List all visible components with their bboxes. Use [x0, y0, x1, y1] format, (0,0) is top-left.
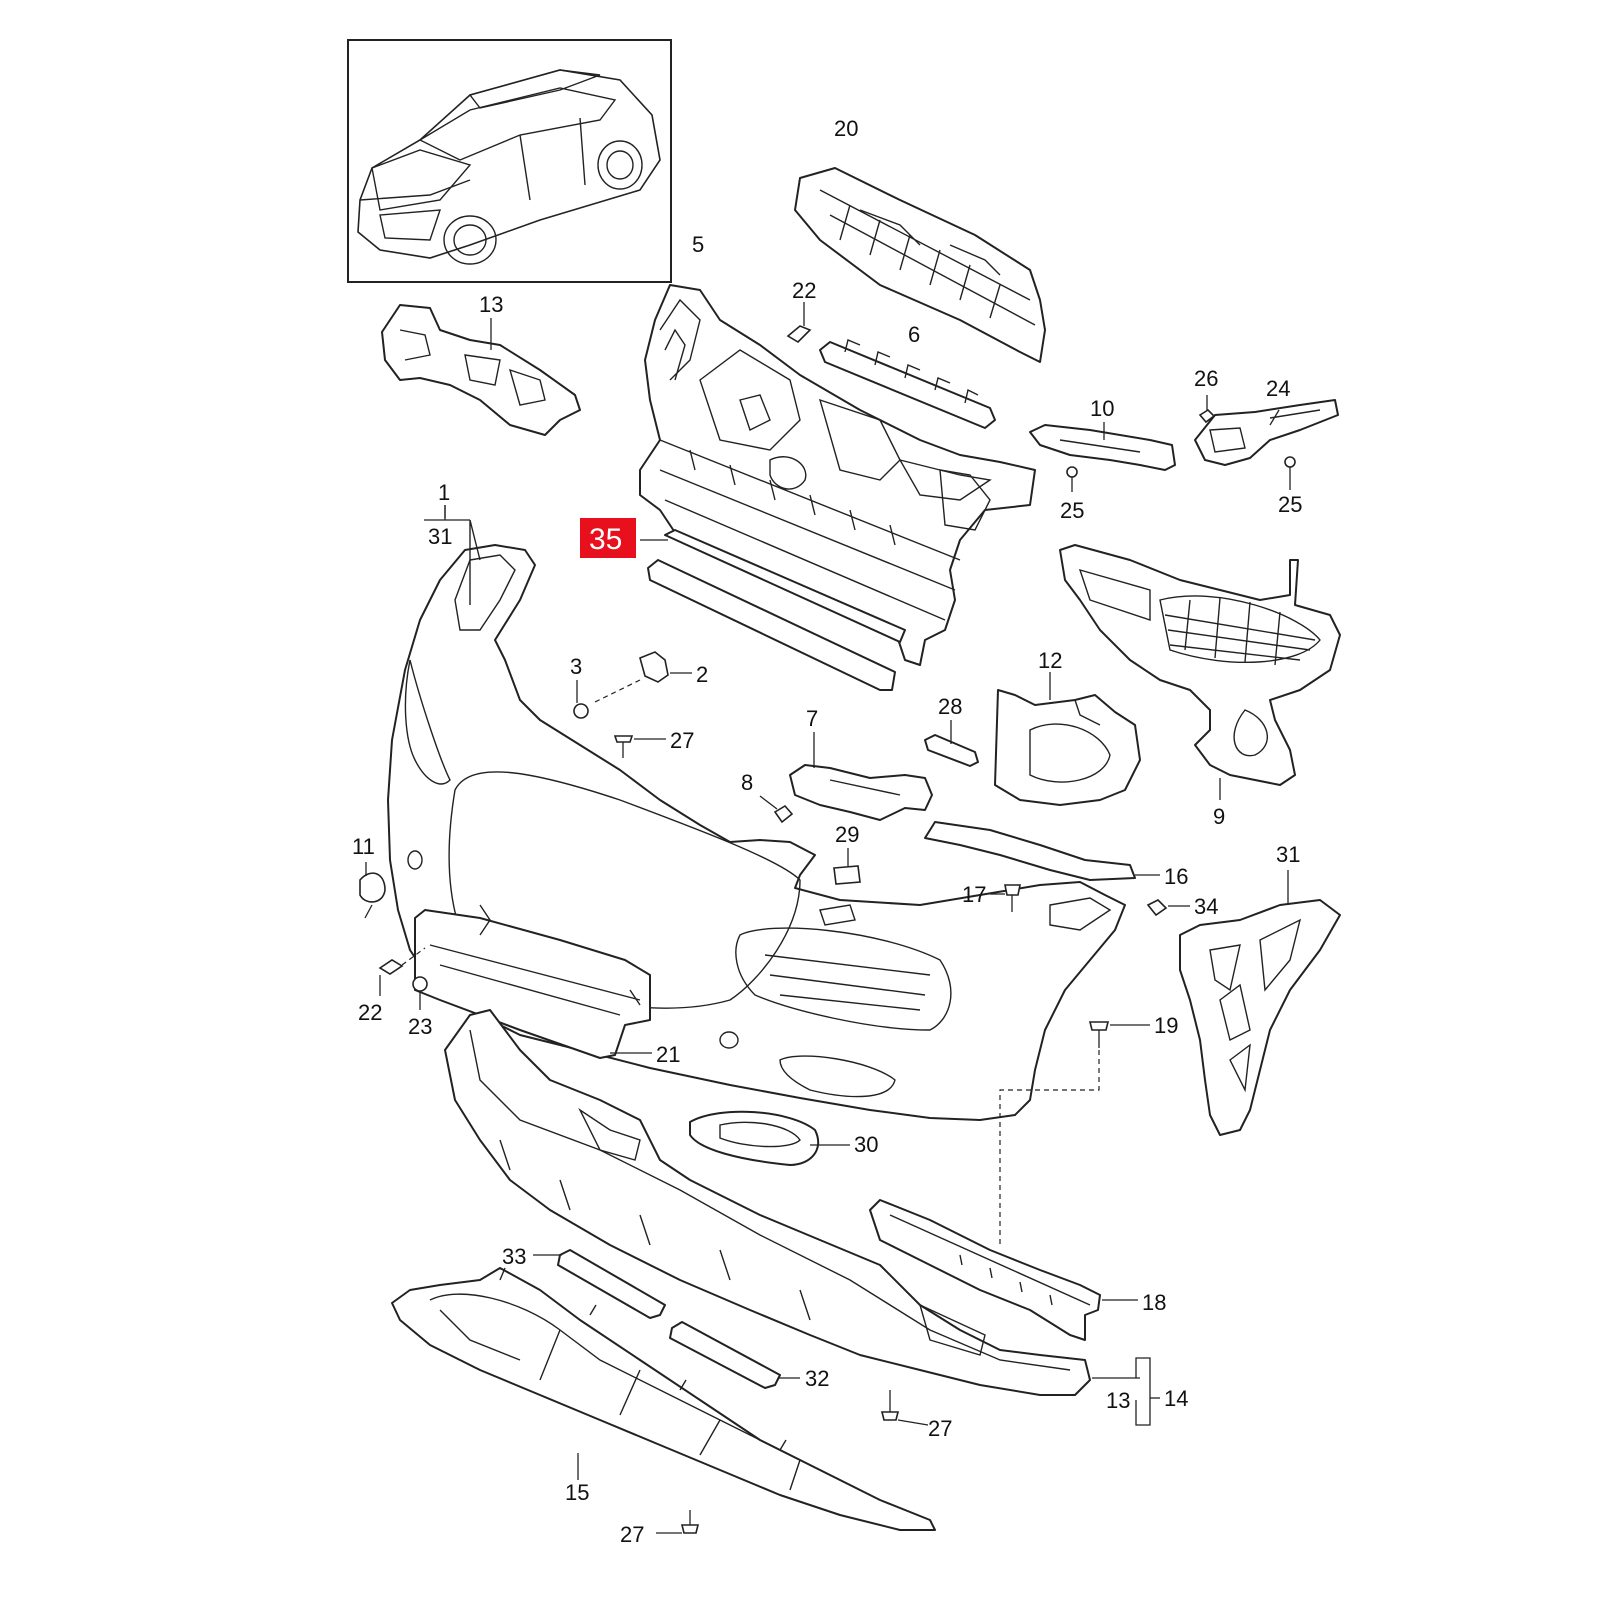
callout-bracket-14: [1135, 1357, 1160, 1426]
callout-25-right: 25: [1278, 492, 1302, 517]
part-18-lower-trim: [869, 1199, 1138, 1341]
part-7-bracket: [759, 732, 933, 824]
part-5-bumper-carrier: [639, 284, 1036, 666]
part-35-strips: [640, 529, 906, 691]
callout-9: 9: [1213, 804, 1225, 829]
callout-2: 2: [696, 662, 708, 687]
part-23-clip: [412, 976, 428, 1010]
callout-15: 15: [565, 1480, 589, 1505]
callout-28: 28: [938, 694, 962, 719]
callout-27-middle: 27: [928, 1416, 952, 1441]
callout-6: 6: [908, 322, 920, 347]
callout-13-bottom: 13: [1106, 1388, 1130, 1413]
callout-32: 32: [805, 1366, 829, 1391]
part-33-strip: [533, 1249, 666, 1319]
callout-14: 14: [1164, 1386, 1188, 1411]
callout-7: 7: [806, 706, 818, 731]
callout-29: 29: [835, 822, 859, 847]
callout-27-bottom: 27: [620, 1522, 644, 1547]
callout-22-bottom: 22: [358, 1000, 382, 1025]
callout-16: 16: [1164, 864, 1188, 889]
callout-27-upper: 27: [670, 728, 694, 753]
callout-34: 34: [1194, 894, 1218, 919]
callout-1: 1: [438, 480, 450, 505]
part-28-bracket: [924, 720, 979, 767]
callout-22-top: 22: [792, 278, 816, 303]
callout-25-left: 25: [1060, 498, 1084, 523]
vehicle-inset: [347, 39, 672, 283]
part-34-nut: [1146, 899, 1190, 917]
part-2-fastener: [594, 651, 692, 703]
part-19-screw: [999, 1021, 1150, 1245]
callout-17: 17: [962, 882, 986, 907]
part-29-clip: [833, 848, 861, 885]
callout-19: 19: [1154, 1013, 1178, 1038]
part-12-air-duct: [994, 672, 1141, 806]
part-21-plate-holder: [414, 904, 652, 1059]
callout-23: 23: [408, 1014, 432, 1039]
part-3-washer: [573, 680, 589, 719]
callout-33: 33: [502, 1244, 526, 1269]
callout-30: 30: [854, 1132, 878, 1157]
callout-5: 5: [692, 232, 704, 257]
callout-35-highlight: 35: [580, 518, 636, 558]
part-6-mounting-strip: [819, 339, 996, 429]
part-13-lower-spoiler: [444, 1009, 1140, 1396]
part-31-right-bracket: [1179, 870, 1341, 1136]
callout-31-left: 31: [428, 524, 452, 549]
part-27-screw-middle: [880, 1390, 929, 1426]
callout-10: 10: [1090, 396, 1114, 421]
part-30-fog-trim: [689, 1110, 850, 1166]
callout-35: 35: [589, 523, 622, 556]
callout-18: 18: [1142, 1290, 1166, 1315]
callout-21: 21: [656, 1042, 680, 1067]
callout-20: 20: [834, 116, 858, 141]
part-11-cap: [359, 862, 386, 919]
callout-11: 11: [352, 834, 375, 859]
part-32-strip: [669, 1321, 800, 1389]
part-20-upper-absorber: [794, 167, 1046, 363]
part-17-bolt: [990, 884, 1021, 912]
callout-13-top: 13: [479, 292, 503, 317]
part-24-bracket: [1194, 395, 1339, 490]
highlight-box: [580, 518, 636, 558]
callout-3: 3: [570, 654, 582, 679]
part-22-clip-top: [786, 302, 812, 344]
part-27-screw-bottom: [656, 1510, 700, 1534]
suv-illustration: [357, 69, 661, 265]
part-15-underbody-panel: [391, 1267, 936, 1531]
callout-12: 12: [1038, 648, 1062, 673]
part-22-clip-lower: [378, 947, 426, 996]
part-9-grille: [1059, 544, 1341, 800]
part-16-trim: [924, 821, 1160, 881]
callout-8: 8: [741, 770, 753, 795]
callout-24: 24: [1266, 376, 1290, 401]
callout-31-right: 31: [1276, 842, 1300, 867]
part-13-side-bracket: [381, 304, 581, 436]
part-27-screw-upper: [613, 735, 666, 758]
part-31-left-bracket: [424, 505, 470, 521]
part-10-bracket: [1029, 422, 1176, 492]
callout-26: 26: [1194, 366, 1218, 391]
